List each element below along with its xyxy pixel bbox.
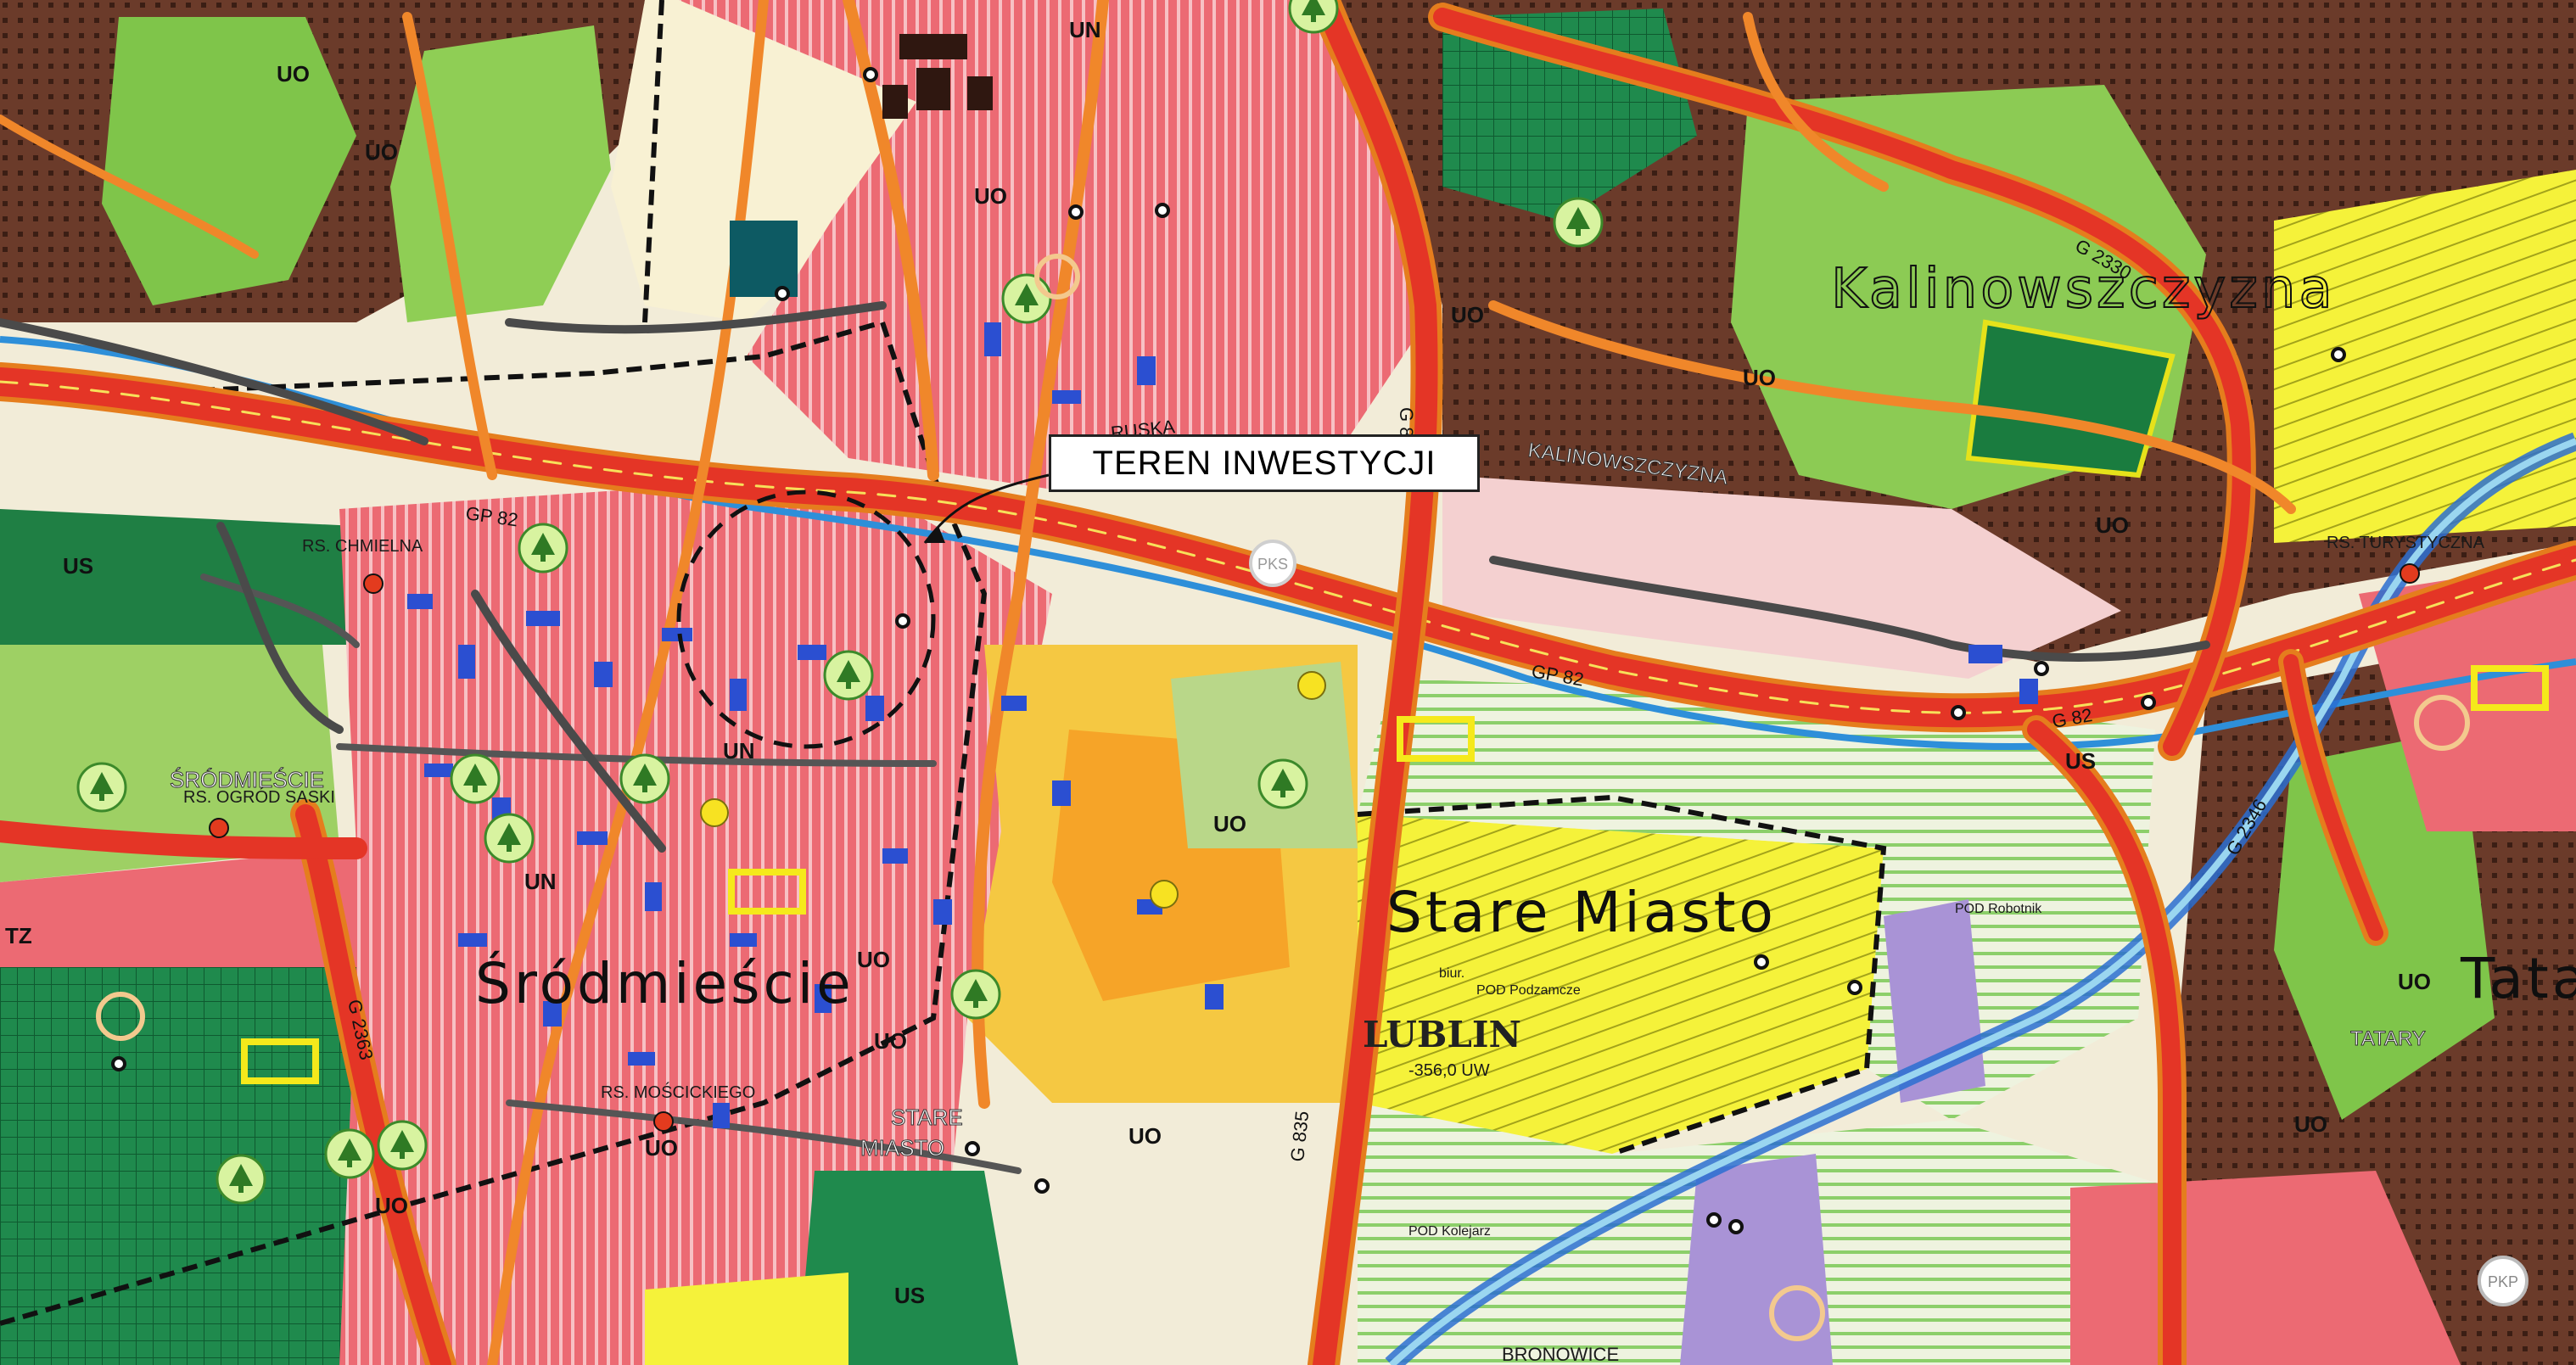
- zone-code: UO: [2096, 512, 2129, 538]
- callout-arrow: [925, 526, 945, 543]
- yellow-dots: [700, 671, 1326, 909]
- zone-south-purple: [1680, 1154, 1833, 1365]
- zone-code: UN: [723, 738, 755, 764]
- target-rings: [96, 254, 2470, 1341]
- zone-code: UO: [974, 183, 1007, 209]
- zone-south-yellow: [645, 1273, 848, 1365]
- place-pod-podzamcze: POD Podzamcze: [1476, 983, 1581, 998]
- zone-north-urban: [679, 0, 1425, 492]
- place-pod-kolejarz: POD Kolejarz: [1408, 1224, 1491, 1239]
- pks-label: PKS: [1257, 556, 1288, 573]
- zone-code: UO: [645, 1135, 678, 1161]
- park-symbols: [76, 0, 1604, 1205]
- zone-code: US: [894, 1283, 925, 1308]
- road-g835-south: G 835: [1286, 1110, 1313, 1162]
- district-srodmiescie: Śródmieście: [475, 951, 854, 1016]
- station-turystyczna: RS. TURYSTYCZNA: [2327, 534, 2485, 552]
- district-tatary-partial: Tata: [2460, 946, 2576, 1011]
- district-stare-small-2: MIASTO: [860, 1135, 944, 1161]
- zone-code: UO: [1743, 365, 1776, 390]
- zone-code: UO: [375, 1193, 408, 1218]
- city-lublin: LUBLIN: [1363, 1014, 1521, 1055]
- zone-west-park-strip: [0, 509, 356, 645]
- zone-sw-red: [0, 848, 356, 967]
- railway-north: [642, 0, 664, 323]
- investment-area-label: TEREN INWESTYCJI: [1092, 444, 1436, 482]
- building-footprints: [407, 322, 2038, 1128]
- zone-code: UO: [1451, 302, 1484, 327]
- railway-east: [1357, 794, 1887, 1156]
- zone-code: UN: [1069, 17, 1101, 42]
- zone-code: UO: [277, 61, 310, 87]
- zone-ne-red-strip: [1442, 475, 2121, 679]
- zone-west-park: [0, 645, 339, 882]
- investment-area-callout: TEREN INWESTYCJI: [1049, 434, 1480, 492]
- place-biuro: biur.: [1439, 966, 1464, 981]
- zone-far-ne-yellow: [2274, 170, 2576, 543]
- dark-blocks: [882, 34, 993, 119]
- secondary-roads: [0, 301, 2210, 853]
- railway: [0, 319, 988, 1326]
- district-tatary-small: TATARY: [2350, 1027, 2426, 1050]
- zone-code: UO: [857, 947, 890, 972]
- lublin-elevation: -356,0 UW: [1408, 1061, 1490, 1080]
- zone-code: UO: [1128, 1123, 1162, 1149]
- point-markers: [111, 67, 2346, 1234]
- zone-code: TZ: [5, 923, 32, 948]
- zone-old-town-green: [1171, 662, 1358, 848]
- zone-codes: UO UO UN UO UO UO UO US UN UN UO UO UO U…: [5, 17, 2431, 1308]
- investment-site-marker: [676, 489, 936, 749]
- zone-code: UO: [2294, 1111, 2327, 1137]
- pks-badge: PKS: [1249, 540, 1296, 587]
- zone-sw-cemetery: [0, 967, 356, 1365]
- yellow-outlined-plots: [241, 665, 2549, 1084]
- station-ogrod-saski: RS. OGRÓD SASKI: [183, 787, 335, 807]
- zone-south-green: [798, 1171, 1018, 1365]
- station-moscickiego: RS. MOŚCICKIEGO: [601, 1082, 755, 1102]
- zone-code: UO: [365, 139, 398, 165]
- place-pod-robotnik: POD Robotnik: [1955, 902, 2042, 916]
- zone-code: US: [2065, 748, 2096, 774]
- pkp-badge: PKP: [2478, 1256, 2528, 1306]
- zone-code: US: [63, 553, 93, 579]
- station-dots: [209, 563, 2420, 1132]
- zone-code: UO: [874, 1028, 907, 1054]
- station-chmielna: RS. CHMIELNA: [302, 537, 423, 556]
- district-bronowice: BRONOWICE: [1502, 1344, 1619, 1365]
- zone-light-area: [611, 0, 933, 322]
- zone-nw-green: [102, 17, 356, 305]
- pkp-label: PKP: [2488, 1273, 2518, 1290]
- district-stare-small-1: STARE: [891, 1105, 963, 1130]
- zone-code: UO: [1213, 811, 1246, 836]
- district-stare-miasto: Stare Miasto: [1386, 880, 1777, 945]
- zone-code: UN: [524, 869, 557, 894]
- district-srodmiescie-small: ŚRÓDMIEŚCIE: [170, 767, 324, 792]
- teal-block: [730, 221, 798, 297]
- zone-code: UO: [2398, 969, 2431, 994]
- district-kalinowszczyzna: Kalinowszczyzna: [1831, 258, 2336, 321]
